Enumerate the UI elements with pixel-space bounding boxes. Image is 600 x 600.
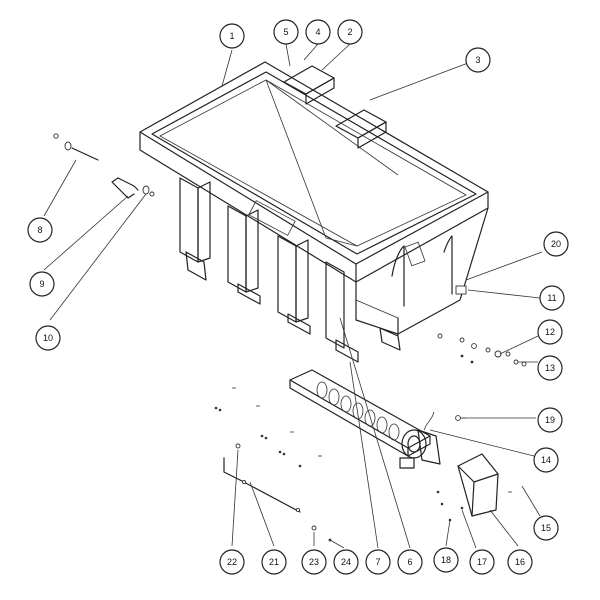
svg-text:11: 11	[547, 293, 556, 303]
hopper-rim-inner	[151, 71, 477, 255]
u-handle	[111, 177, 155, 199]
callout-7: 7	[365, 549, 391, 575]
callout-13: 13	[537, 355, 563, 381]
callout-22: 22	[219, 549, 245, 575]
callout-3: 3	[465, 47, 491, 73]
callout-12: 12	[537, 319, 563, 345]
drive-motor	[399, 411, 441, 469]
svg-text:2: 2	[347, 27, 352, 37]
discharge-chute	[457, 453, 499, 517]
callout-18: 18	[433, 547, 459, 573]
leader-lines	[43, 43, 543, 549]
top-bracket-right	[335, 109, 387, 149]
svg-text:4: 4	[315, 27, 320, 37]
callout-1: 1	[219, 23, 245, 49]
hopper-rim-lip	[159, 79, 467, 247]
callout-4: 4	[305, 19, 331, 45]
svg-text:17: 17	[477, 557, 487, 567]
callout-24: 24	[333, 549, 359, 575]
funnel-ridge-left	[265, 79, 327, 239]
callout-14: 14	[533, 447, 559, 473]
svg-text:14: 14	[541, 455, 551, 465]
svg-text:1: 1	[229, 31, 234, 41]
hopper-leg-4	[325, 261, 345, 349]
callout-6: 6	[397, 549, 423, 575]
linkage-rod	[223, 443, 301, 513]
auger-conveyor	[289, 369, 441, 469]
callout-19: 19	[537, 407, 563, 433]
svg-text:9: 9	[39, 279, 44, 289]
svg-text:20: 20	[551, 239, 561, 249]
auger-trough	[289, 369, 431, 449]
svg-text:22: 22	[227, 557, 237, 567]
hopper-leg-1	[179, 177, 199, 263]
svg-text:15: 15	[541, 523, 551, 533]
top-bracket-left	[283, 65, 335, 105]
svg-text:24: 24	[341, 557, 351, 567]
svg-text:12: 12	[545, 327, 555, 337]
hopper-side-decal	[404, 241, 426, 267]
svg-text:6: 6	[407, 557, 412, 567]
auger-flights	[316, 381, 400, 441]
funnel-ridge-right	[265, 79, 399, 176]
hopper-logo-decal	[248, 200, 296, 236]
svg-text:21: 21	[269, 557, 279, 567]
callout-2: 2	[337, 19, 363, 45]
callout-11: 11	[539, 285, 565, 311]
callout-10: 10	[35, 325, 61, 351]
callout-17: 17	[469, 549, 495, 575]
shaft-rod	[53, 133, 99, 161]
callout-8: 8	[27, 217, 53, 243]
svg-text:7: 7	[375, 557, 380, 567]
side-hardware	[437, 285, 527, 421]
callout-21: 21	[261, 549, 287, 575]
svg-text:5: 5	[283, 27, 288, 37]
svg-text:8: 8	[37, 225, 42, 235]
svg-text:16: 16	[515, 557, 525, 567]
hopper-rim-outer	[139, 61, 489, 265]
svg-text:13: 13	[545, 363, 555, 373]
callout-15: 15	[533, 515, 559, 541]
callout-5: 5	[273, 19, 299, 45]
svg-text:19: 19	[545, 415, 555, 425]
hopper-leg-3	[277, 235, 297, 323]
callout-9: 9	[29, 271, 55, 297]
scattered-fasteners	[214, 387, 512, 542]
callout-16: 16	[507, 549, 533, 575]
callout-20: 20	[543, 231, 569, 257]
hopper-leg-2	[227, 205, 247, 293]
svg-text:3: 3	[475, 55, 480, 65]
hopper-rib-right-1	[391, 245, 405, 307]
callout-23: 23	[301, 549, 327, 575]
svg-text:23: 23	[309, 557, 319, 567]
hopper-body	[139, 61, 489, 363]
svg-text:10: 10	[43, 333, 53, 343]
svg-text:18: 18	[441, 555, 451, 565]
